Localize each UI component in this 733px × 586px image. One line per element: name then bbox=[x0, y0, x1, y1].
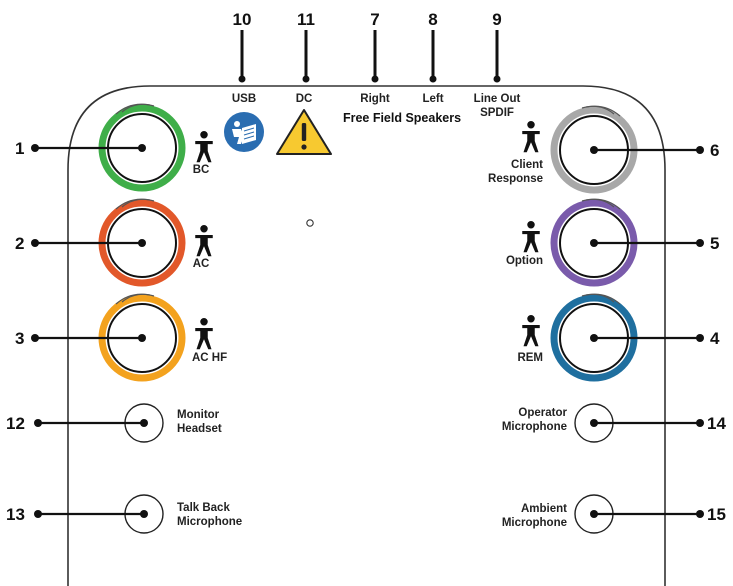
ac-hf-label: AC HF bbox=[192, 352, 227, 364]
dc-label: DC bbox=[296, 93, 313, 105]
svg-text:11: 11 bbox=[297, 10, 315, 29]
svg-text:4: 4 bbox=[710, 329, 720, 348]
callout-3: 3 bbox=[15, 329, 146, 348]
usb-label: USB bbox=[232, 93, 256, 105]
svg-text:1: 1 bbox=[15, 139, 24, 158]
person-icon bbox=[522, 121, 540, 153]
svg-text:14: 14 bbox=[707, 414, 726, 433]
rem-label: REM bbox=[517, 352, 543, 364]
person-icon bbox=[522, 221, 540, 253]
right-speaker-label: Right bbox=[360, 93, 390, 105]
callout-8: 8 bbox=[428, 10, 438, 83]
callout-6: 6 bbox=[590, 141, 719, 160]
headset-label: Headset bbox=[177, 423, 222, 435]
ambient-microphone-label: Microphone bbox=[502, 517, 567, 529]
free-field-speakers-label: Free Field Speakers bbox=[343, 111, 461, 125]
line-out-label: Line Out bbox=[474, 93, 521, 105]
person-icon bbox=[195, 318, 213, 350]
svg-text:13: 13 bbox=[6, 505, 25, 524]
callout-2: 2 bbox=[15, 234, 146, 253]
option-label: Option bbox=[506, 255, 543, 267]
callout-11: 11 bbox=[297, 10, 315, 83]
client-label: Client bbox=[511, 159, 543, 171]
callout-1: 1 bbox=[15, 139, 146, 158]
operator-microphone-label: Microphone bbox=[502, 421, 567, 433]
svg-text:15: 15 bbox=[707, 505, 726, 524]
person-icon bbox=[522, 315, 540, 347]
spdif-label: SPDIF bbox=[480, 107, 514, 119]
callout-12: 12 bbox=[6, 414, 148, 433]
response-label: Response bbox=[488, 173, 543, 185]
talk-back-microphone-label: Microphone bbox=[177, 516, 242, 528]
svg-text:8: 8 bbox=[428, 10, 437, 29]
svg-text:5: 5 bbox=[710, 234, 719, 253]
monitor-label: Monitor bbox=[177, 409, 220, 421]
callout-4: 4 bbox=[590, 329, 720, 348]
manual-icon bbox=[224, 112, 264, 152]
svg-text:3: 3 bbox=[15, 329, 24, 348]
callout-10: 10 bbox=[233, 10, 252, 83]
ac-label: AC bbox=[193, 258, 210, 270]
warning-icon bbox=[276, 109, 332, 155]
operator-label: Operator bbox=[518, 407, 567, 419]
person-icon bbox=[195, 131, 213, 163]
callout-9: 9 bbox=[492, 10, 502, 83]
svg-text:6: 6 bbox=[710, 141, 719, 160]
callout-5: 5 bbox=[590, 234, 719, 253]
svg-text:12: 12 bbox=[6, 414, 25, 433]
left-speaker-label: Left bbox=[422, 93, 443, 105]
svg-text:10: 10 bbox=[233, 10, 252, 29]
svg-text:7: 7 bbox=[370, 10, 379, 29]
person-icon bbox=[195, 225, 213, 257]
indicator-dot bbox=[306, 219, 314, 227]
bc-label: BC bbox=[193, 164, 210, 176]
device-outline bbox=[67, 85, 666, 586]
callout-13: 13 bbox=[6, 505, 148, 524]
svg-text:9: 9 bbox=[492, 10, 501, 29]
talk-back-label: Talk Back bbox=[177, 502, 230, 514]
ambient-label: Ambient bbox=[521, 503, 567, 515]
callout-14: 14 bbox=[590, 414, 726, 433]
callout-7: 7 bbox=[370, 10, 380, 83]
callout-15: 15 bbox=[590, 505, 726, 524]
svg-text:2: 2 bbox=[15, 234, 24, 253]
